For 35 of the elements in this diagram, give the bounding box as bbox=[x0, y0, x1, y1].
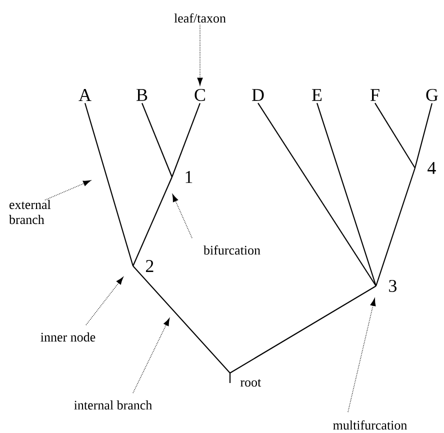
taxon-label: E bbox=[312, 89, 322, 101]
taxon-label: A bbox=[78, 89, 92, 101]
branch-line bbox=[142, 102, 173, 178]
node-number: 4 bbox=[428, 162, 436, 174]
annotation-label: internal branch bbox=[74, 400, 152, 410]
branch-line bbox=[375, 168, 416, 286]
taxon-label: G bbox=[426, 88, 438, 102]
annotation-label: bifurcation bbox=[203, 245, 260, 255]
root-label: root bbox=[240, 379, 262, 387]
annotation-label: leaf/taxon bbox=[174, 13, 226, 23]
branch-line bbox=[316, 102, 377, 286]
leader-line bbox=[44, 180, 91, 200]
branch-line bbox=[132, 266, 230, 374]
branch-line bbox=[230, 286, 376, 374]
leader-line bbox=[132, 318, 170, 394]
leader-line bbox=[348, 298, 376, 412]
leader-line bbox=[86, 276, 124, 326]
taxon-label: C bbox=[194, 88, 205, 102]
node-number: 2 bbox=[146, 260, 154, 272]
leader-line bbox=[197, 24, 203, 86]
node-number: 1 bbox=[186, 171, 192, 183]
node-number: 3 bbox=[389, 280, 396, 292]
branch-line bbox=[132, 176, 172, 266]
taxon-label: D bbox=[252, 89, 264, 101]
branch-line bbox=[374, 102, 416, 168]
branch-line bbox=[414, 103, 433, 168]
branch-line bbox=[258, 102, 376, 286]
taxon-label: F bbox=[370, 89, 380, 101]
branch-line bbox=[84, 102, 134, 266]
leader-line bbox=[172, 194, 192, 238]
branch-line bbox=[172, 103, 201, 178]
annotation-label: multifurcation bbox=[333, 420, 407, 430]
taxon-label: B bbox=[136, 89, 148, 101]
annotation-label: inner node bbox=[40, 332, 96, 342]
annotation-label: external branch bbox=[9, 200, 51, 224]
